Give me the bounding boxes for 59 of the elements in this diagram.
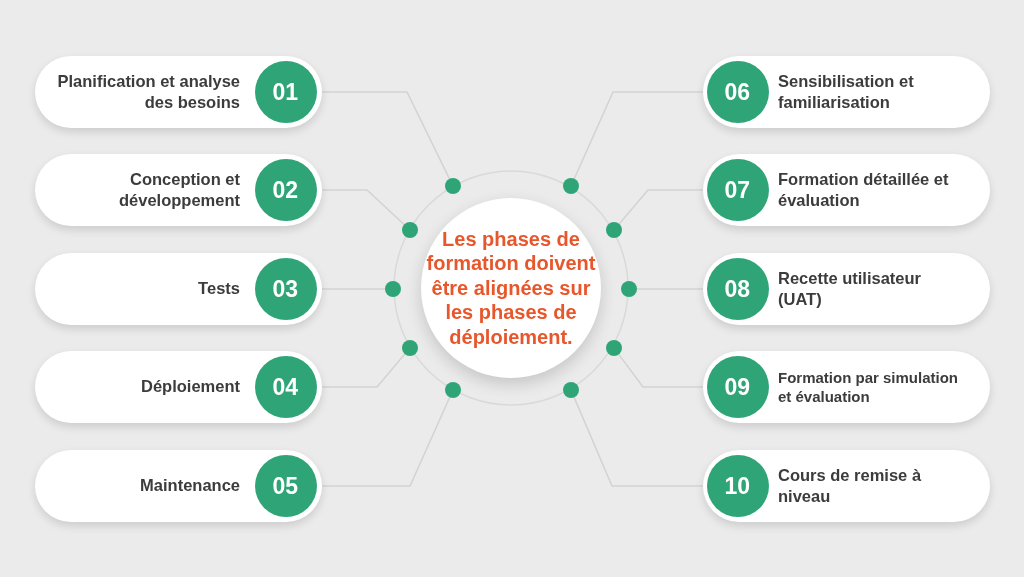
phase-label: Recette utilisateur (UAT) [778, 267, 923, 310]
phase-label: Formation détaillée et évaluation [778, 168, 950, 211]
junction-dot [445, 382, 461, 398]
junction-dot [621, 281, 637, 297]
step-number: 09 [724, 375, 752, 399]
phase-label: Sensibilisation et familiarisation [778, 70, 915, 113]
junction-dot [606, 222, 622, 238]
phase-label: Cours de remise à niveau [778, 464, 923, 507]
phase-label: Conception et développement [117, 168, 240, 211]
step-number: 06 [724, 80, 752, 104]
center-statement: Les phases de formation doivent être alignées sur les phases de déploiement. [426, 227, 596, 349]
junction-dot [385, 281, 401, 297]
phase-pill [35, 450, 322, 522]
number-circle [707, 455, 769, 517]
step-number: 08 [724, 277, 752, 301]
connector-line [573, 91, 704, 180]
step-number: 03 [272, 277, 300, 301]
junction-dot [402, 222, 418, 238]
connector-line [321, 91, 451, 180]
phase-pill [35, 56, 322, 128]
phase-label: Déploiement [139, 376, 240, 398]
step-number: 05 [272, 474, 300, 498]
number-circle [707, 258, 769, 320]
number-circle [255, 159, 317, 221]
phase-pill [35, 351, 322, 423]
step-number: 10 [724, 474, 752, 498]
number-circle [255, 258, 317, 320]
number-circle [255, 356, 317, 418]
junction-dot [563, 178, 579, 194]
connector-line [321, 396, 451, 487]
phase-pill [703, 56, 990, 128]
number-circle [707, 356, 769, 418]
connector-line [618, 189, 704, 225]
junction-dot [563, 382, 579, 398]
connector-line [618, 353, 704, 388]
step-number: 02 [272, 178, 300, 202]
number-circle [255, 455, 317, 517]
phase-label: Maintenance [139, 475, 240, 497]
number-circle [255, 61, 317, 123]
phase-pill [35, 154, 322, 226]
step-number: 04 [272, 375, 300, 399]
connector-line [321, 353, 406, 388]
phase-pill [703, 154, 990, 226]
junction-dot [606, 340, 622, 356]
junction-dot [402, 340, 418, 356]
connector-line [321, 189, 405, 226]
phase-pill [703, 450, 990, 522]
connector-line [573, 396, 704, 487]
step-number: 01 [272, 80, 300, 104]
phase-pill [703, 253, 990, 325]
phase-pill [35, 253, 322, 325]
number-circle [707, 61, 769, 123]
phase-label: Planification et analyse des besoins [56, 70, 240, 113]
step-number: 07 [724, 178, 752, 202]
junction-dot [445, 178, 461, 194]
number-circle [707, 159, 769, 221]
phase-label: Tests [197, 278, 240, 300]
phase-pill [703, 351, 990, 423]
phase-label: Formation par simulation et évaluation [778, 367, 959, 407]
